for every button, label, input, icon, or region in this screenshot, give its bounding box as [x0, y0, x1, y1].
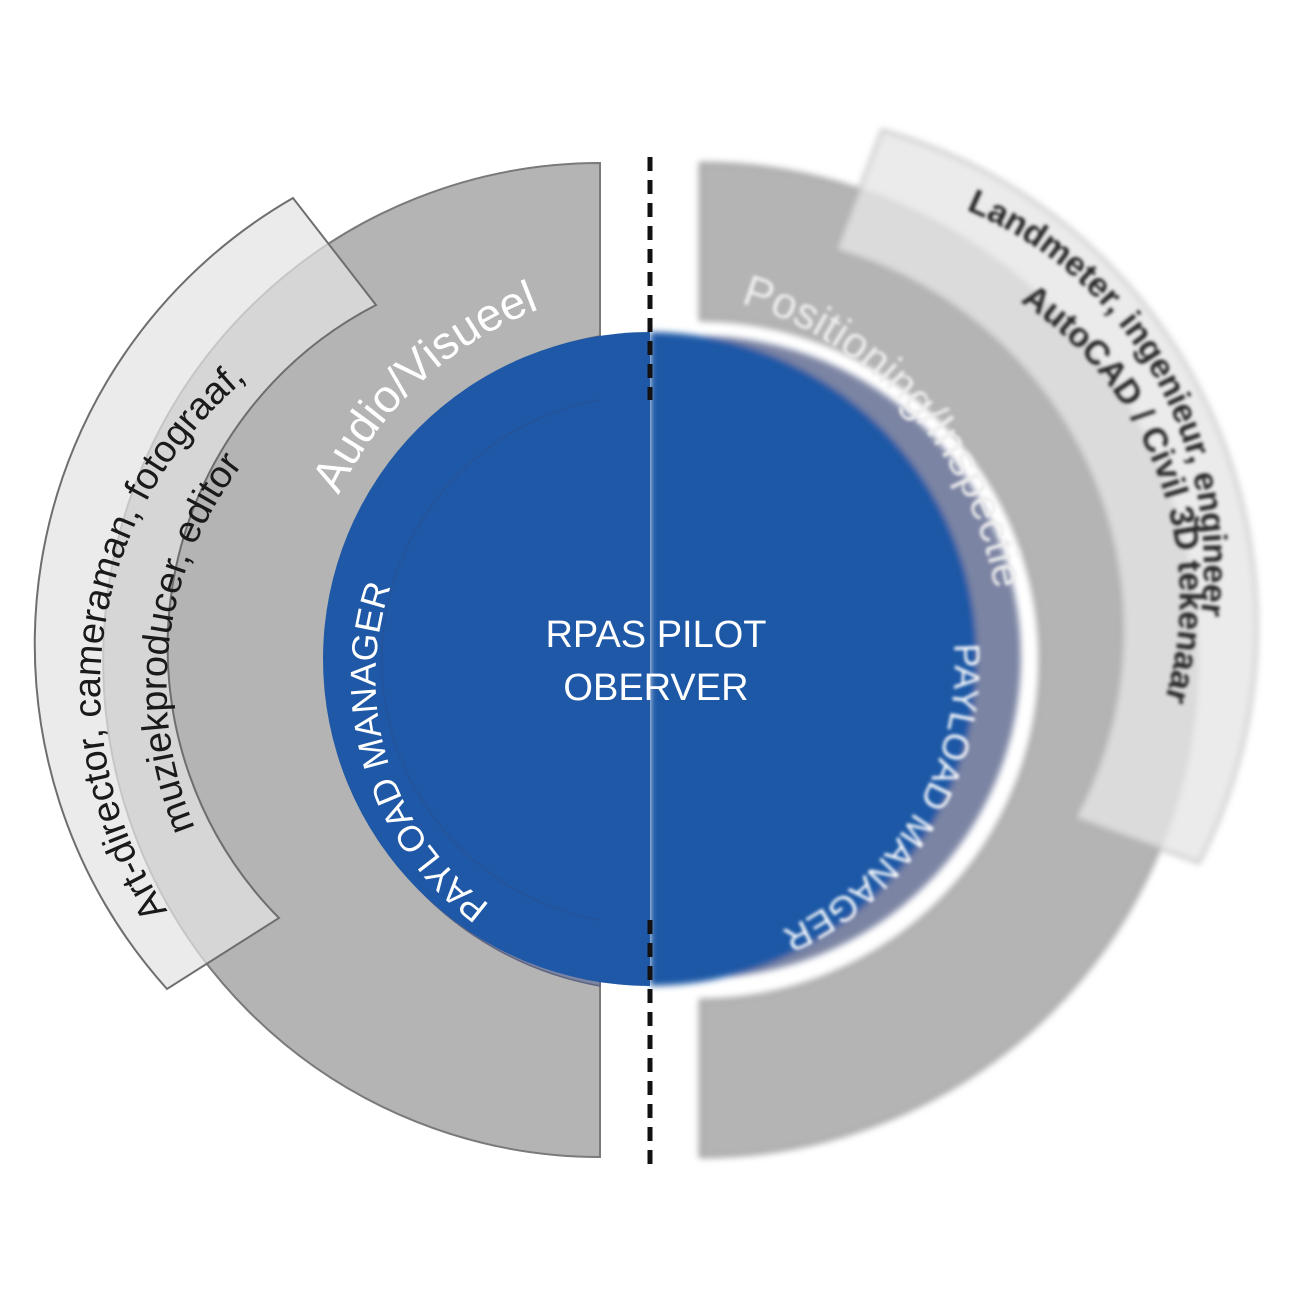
left-label-band [33, 196, 378, 991]
center-label-line1: RPAS PILOT [545, 614, 766, 656]
center-label-line2: OBERVER [563, 667, 748, 709]
left-core-half [323, 332, 650, 986]
right-core-half [650, 332, 977, 986]
left-side [33, 161, 650, 1159]
right-label-band [834, 128, 1258, 865]
right-side [650, 128, 1258, 1159]
right-ring [700, 336, 1021, 978]
